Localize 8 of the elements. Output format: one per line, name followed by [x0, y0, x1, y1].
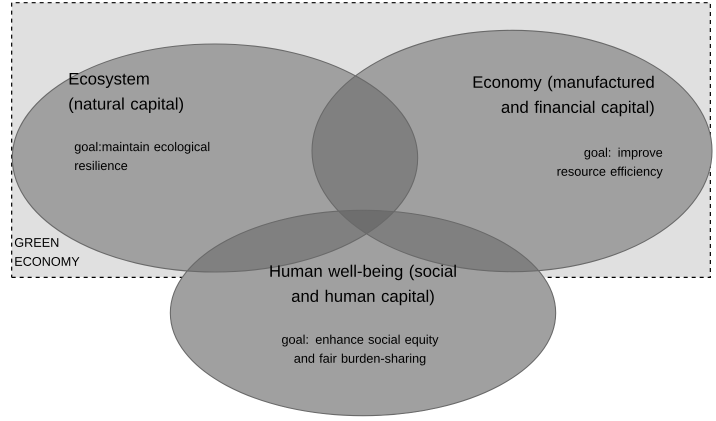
goal-text: goal: enhance social equity and fair burden-sharing: [282, 334, 438, 366]
region-label: GREEN ECONOMY: [14, 238, 80, 266]
ellipse: [170, 210, 556, 416]
goal-text: goal:maintain ecological resilience: [74, 142, 210, 170]
node-heading: Ecosystem (natural capital): [69, 73, 183, 113]
node-heading: Economy (manufactured and financial capital): [474, 76, 654, 116]
node-heading: Human well-being (social and human capital): [270, 264, 456, 306]
goal-text: goal: improve resource efficiency: [558, 148, 663, 178]
